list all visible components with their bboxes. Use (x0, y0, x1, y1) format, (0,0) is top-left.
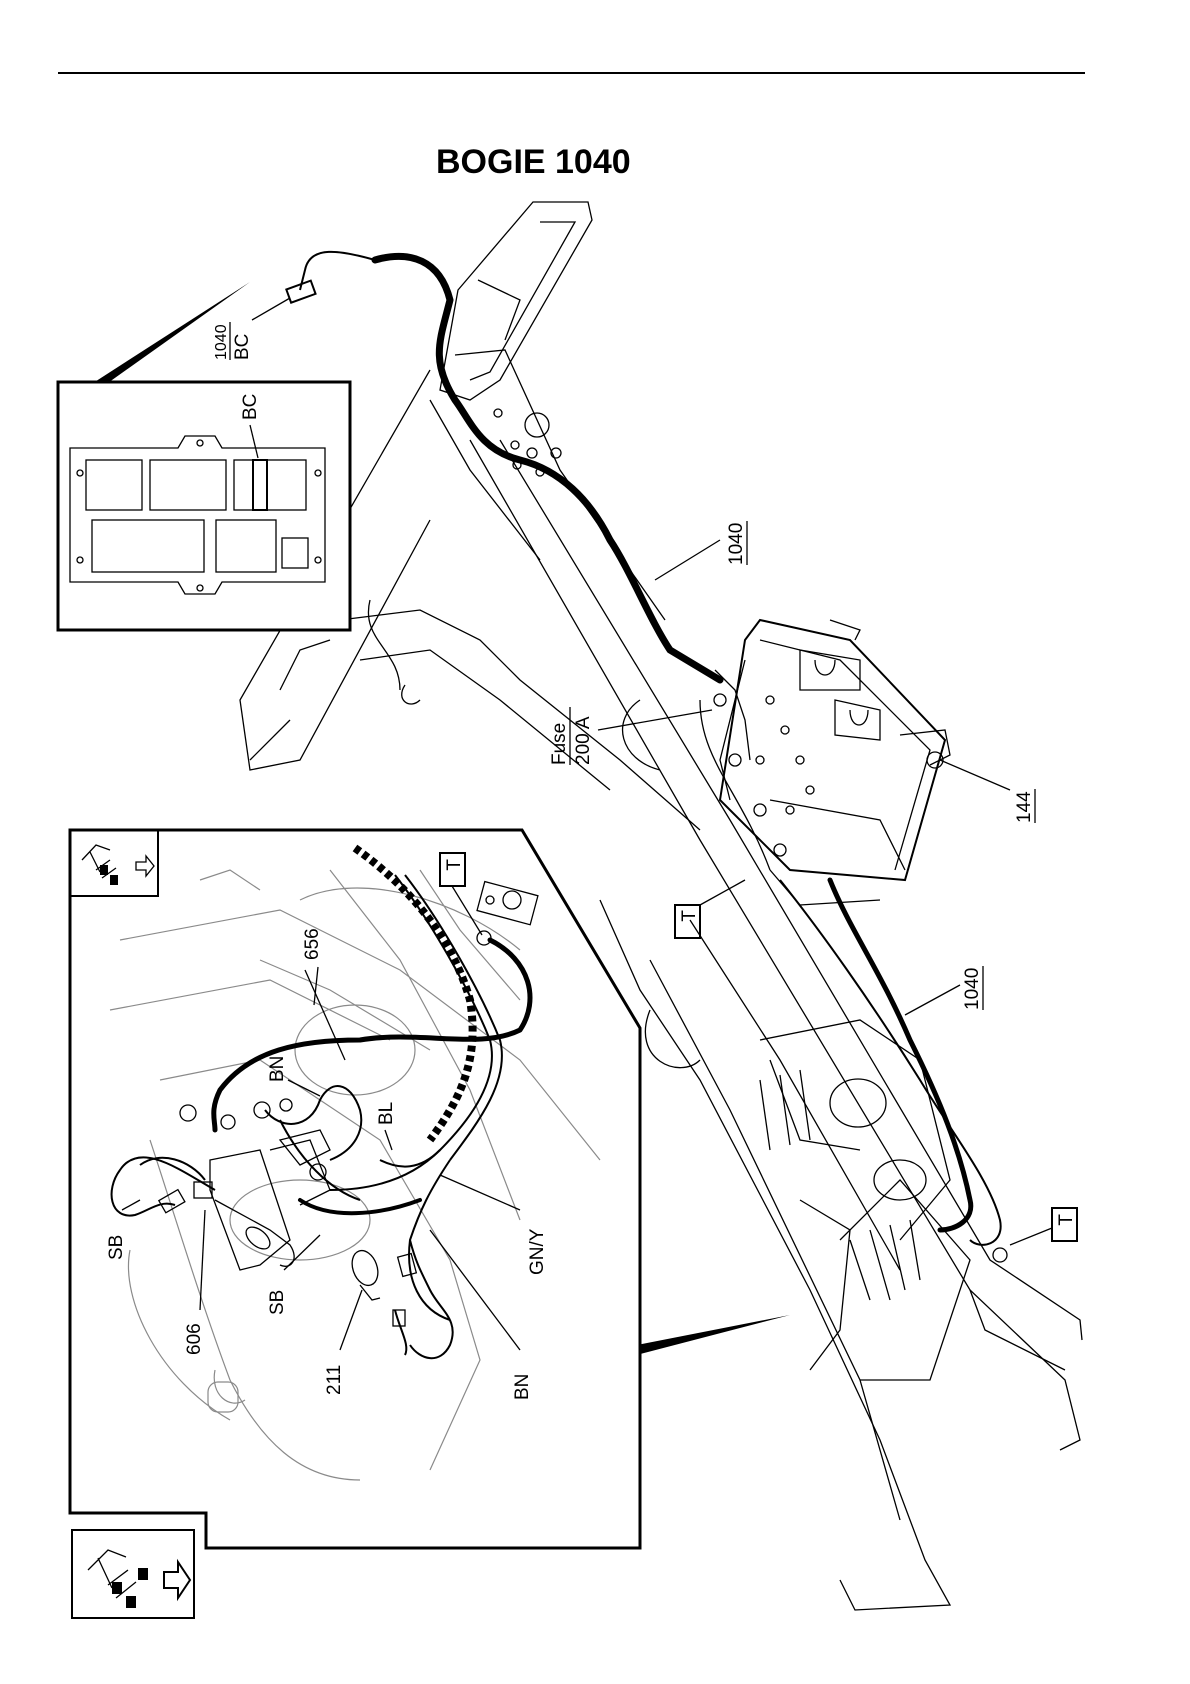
svg-text:BN: BN (267, 1056, 288, 1082)
ground-marker-2: T (1010, 1208, 1077, 1245)
connector-bc-leader (252, 298, 290, 320)
harness-lower-leader (905, 985, 960, 1015)
svg-text:1040: 1040 (962, 968, 983, 1010)
battery (700, 620, 950, 905)
fuse-label: Fuse 200 A (549, 707, 594, 765)
svg-text:BL: BL (376, 1102, 397, 1125)
svg-text:211: 211 (324, 1365, 345, 1395)
fuse-leader (598, 710, 712, 730)
battery-ref-leader (940, 760, 1010, 790)
svg-text:SB: SB (106, 1235, 127, 1260)
svg-text:BN: BN (512, 1374, 533, 1400)
harness-1040-upper (375, 256, 720, 680)
svg-text:1040: 1040 (726, 523, 747, 565)
svg-text:T: T (679, 910, 700, 922)
harness-label-lower: 1040 (962, 966, 983, 1010)
harness-mid-leader (655, 540, 720, 580)
svg-text:144: 144 (1014, 791, 1035, 823)
svg-text:656: 656 (302, 928, 323, 960)
svg-text:SB: SB (267, 1290, 288, 1315)
svg-text:Fuse: Fuse (549, 723, 570, 765)
bc-connector (286, 281, 315, 303)
svg-text:200 A: 200 A (573, 716, 594, 765)
direction-arrow-icon (72, 1530, 194, 1618)
svg-text:T: T (1056, 1214, 1077, 1226)
svg-text:GN/Y: GN/Y (527, 1228, 548, 1275)
harness-label-mid: 1040 (726, 521, 747, 565)
svg-text:BC: BC (240, 394, 261, 420)
connector-bc-label: 1040 BC (213, 322, 253, 360)
svg-text:606: 606 (184, 1323, 205, 1355)
svg-text:1040: 1040 (213, 324, 230, 360)
svg-text:T: T (444, 859, 465, 871)
svg-text:BC: BC (232, 334, 253, 360)
ground-marker-1: T (675, 880, 745, 938)
battery-ref-label: 144 (1014, 789, 1035, 823)
page-title: BOGIE 1040 (436, 143, 631, 181)
